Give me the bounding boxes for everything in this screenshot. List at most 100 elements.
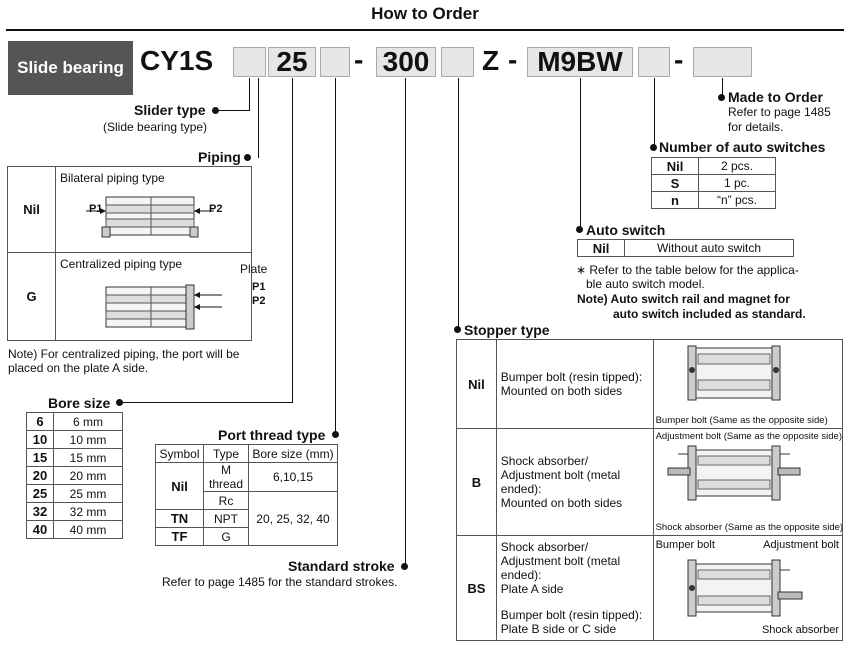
stopper-nil-diagram bbox=[687, 345, 781, 401]
slider-type-sub: (Slide bearing type) bbox=[103, 120, 208, 134]
stopper-bs-diagram-cell: Bumper bolt Adjustment bolt Shock absorb… bbox=[652, 535, 844, 641]
bore-value: 10 mm bbox=[53, 430, 123, 449]
stopper-bs-desc4: Bumper bolt (resin tipped): bbox=[500, 608, 643, 622]
piping-nil-cell: Bilateral piping type P1 P2 bbox=[55, 166, 252, 253]
connector-slider-h bbox=[219, 110, 250, 111]
model-z: Z bbox=[482, 45, 500, 76]
port-header-type: Type bbox=[203, 444, 249, 463]
piping-label: Piping bbox=[198, 149, 241, 165]
count-value: 2 pcs. bbox=[698, 157, 776, 175]
series-badge: Slide bearing bbox=[8, 41, 133, 95]
bore-value: 32 mm bbox=[53, 502, 123, 521]
port-type: Rc bbox=[203, 491, 249, 510]
piping-nil-desc: Bilateral piping type bbox=[60, 171, 165, 185]
model-series: CY1S bbox=[140, 45, 214, 76]
connector-slider bbox=[249, 78, 250, 110]
switch-count-box bbox=[638, 47, 670, 77]
stopper-nil-desc: Bumper bolt (resin tipped): Mounted on b… bbox=[495, 339, 654, 429]
piping-g-cell: Centralized piping type Plate P1 P2 bbox=[55, 252, 267, 341]
auto-switch-note3: Note) Auto switch rail and magnet for bbox=[577, 292, 790, 306]
auto-switch-label: Auto switch bbox=[586, 222, 666, 238]
port-thread-box bbox=[320, 47, 350, 77]
stopper-bs-desc2: Adjustment bolt (metal ended): bbox=[500, 554, 621, 582]
connector-stopper bbox=[458, 78, 459, 330]
switch-symbol: Nil bbox=[577, 239, 625, 257]
port-symbol-tn: TN bbox=[155, 509, 204, 528]
slider-dot bbox=[212, 107, 219, 114]
standard-stroke-label: Standard stroke bbox=[288, 558, 395, 574]
piping-g-plate: Plate bbox=[240, 262, 268, 276]
port-bore: 6,10,15 bbox=[248, 462, 338, 492]
bore-value: 20 mm bbox=[53, 466, 123, 485]
switch-dot bbox=[576, 226, 583, 233]
made-to-order-box bbox=[693, 47, 752, 77]
piping-nil-p1: P1 bbox=[89, 203, 103, 215]
bore-size-label: Bore size bbox=[48, 395, 111, 411]
port-type: NPT bbox=[203, 509, 249, 528]
piping-g-p2: P2 bbox=[252, 295, 266, 307]
port-type: M thread bbox=[203, 462, 249, 492]
stopper-bs-cap1: Bumper bolt bbox=[655, 539, 715, 551]
piping-nil-p2: P2 bbox=[209, 203, 223, 215]
standard-stroke-sub: Refer to page 1485 for the standard stro… bbox=[162, 575, 398, 589]
stopper-b-desc: Shock absorber/ Adjustment bolt (metal e… bbox=[495, 428, 654, 536]
count-dot bbox=[650, 144, 657, 151]
stopper-box bbox=[441, 47, 474, 77]
made-to-order-label: Made to Order bbox=[728, 89, 823, 105]
bore-symbol: 32 bbox=[26, 502, 54, 521]
connector-piping bbox=[258, 78, 259, 158]
stopper-bs-diagram bbox=[687, 559, 803, 617]
stopper-b-desc1: Shock absorber/ bbox=[500, 454, 589, 468]
piping-g-symbol: G bbox=[7, 252, 56, 341]
connector-bore-h bbox=[122, 402, 293, 403]
bore-size-box: 25 bbox=[268, 46, 316, 77]
title-divider bbox=[6, 29, 844, 31]
bilateral-piping-diagram bbox=[86, 196, 214, 238]
bore-symbol: 25 bbox=[26, 484, 54, 503]
connector-count bbox=[654, 78, 655, 148]
bore-symbol: 6 bbox=[26, 412, 54, 431]
stopper-bs-cap2: Adjustment bolt bbox=[763, 539, 839, 551]
bore-dot bbox=[116, 399, 123, 406]
stopper-b-cap1: Adjustment bolt (Same as the opposite si… bbox=[655, 431, 842, 442]
num-switches-label: Number of auto switches bbox=[659, 139, 826, 155]
stopper-dot bbox=[454, 326, 461, 333]
dash-1: - bbox=[354, 44, 364, 75]
connector-bore bbox=[292, 78, 293, 402]
stopper-type-label: Stopper type bbox=[464, 322, 550, 338]
stopper-bs-desc3: Plate A side bbox=[500, 582, 564, 596]
stroke-dot bbox=[401, 563, 408, 570]
stopper-bs-desc: Shock absorber/ Adjustment bolt (metal e… bbox=[495, 535, 654, 641]
bore-value: 15 mm bbox=[53, 448, 123, 467]
page-title: How to Order bbox=[371, 4, 479, 23]
dash-2: - bbox=[508, 44, 518, 75]
port-thread-table: Symbol Type Bore size (mm) Nil M thread … bbox=[155, 444, 338, 546]
mto-dot bbox=[718, 94, 725, 101]
centralized-piping-diagram bbox=[105, 284, 222, 330]
dash-3: - bbox=[674, 44, 684, 75]
count-symbol: n bbox=[651, 191, 699, 209]
connector-mto bbox=[722, 78, 723, 98]
piping-note: Note) For centralized piping, the port w… bbox=[8, 347, 240, 375]
stopper-bs-cap3: Shock absorber bbox=[761, 624, 839, 636]
stopper-nil-diagram-cell: Bumper bolt (Same as the opposite side) bbox=[652, 339, 844, 429]
port-symbol-tf: TF bbox=[155, 527, 204, 546]
auto-switch-note2: ble auto switch model. bbox=[586, 277, 705, 291]
stopper-nil-cap1: Bumper bolt (Same as the opposite side) bbox=[655, 415, 828, 426]
port-symbol-nil: Nil bbox=[155, 462, 204, 510]
port-type: G bbox=[203, 527, 249, 546]
piping-dot bbox=[244, 154, 251, 161]
connector-port bbox=[335, 78, 336, 434]
stopper-b-symbol: B bbox=[456, 428, 497, 536]
port-header-bore: Bore size (mm) bbox=[248, 444, 338, 463]
count-symbol: S bbox=[651, 174, 699, 192]
port-thread-label: Port thread type bbox=[218, 427, 326, 443]
stopper-bs-symbol: BS bbox=[456, 535, 497, 641]
made-to-order-sub2: for details. bbox=[728, 120, 784, 134]
stopper-bs-desc1: Shock absorber/ bbox=[500, 540, 589, 554]
count-value: “n” pcs. bbox=[698, 191, 776, 209]
piping-nil-symbol: Nil bbox=[7, 166, 56, 253]
made-to-order-sub1: Refer to page 1485 bbox=[728, 105, 831, 119]
